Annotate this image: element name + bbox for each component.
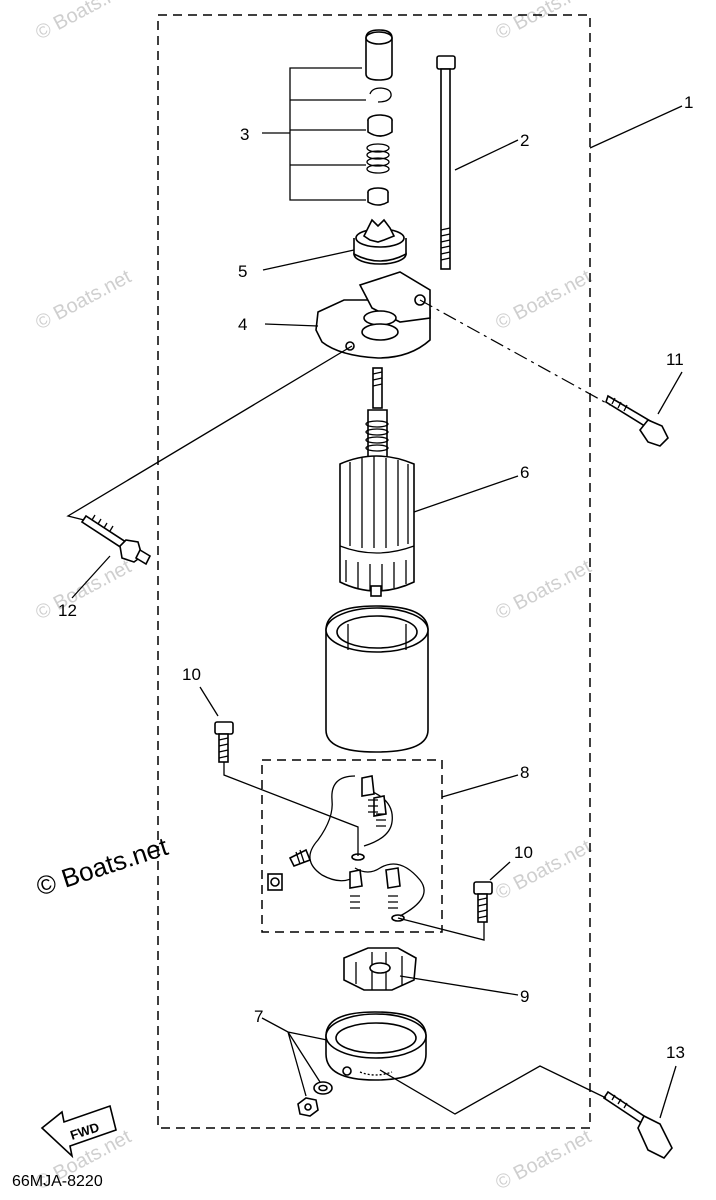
callout-8: 8 xyxy=(520,763,529,782)
leader-7 xyxy=(261,1017,328,1097)
leader-11 xyxy=(657,371,683,415)
watermark-main: © Boats.net xyxy=(33,831,173,902)
callout-10b: 10 xyxy=(514,843,533,862)
leader-4 xyxy=(264,323,319,327)
part-2-through-bolt xyxy=(436,55,456,270)
part-6-armature xyxy=(339,367,415,597)
fwd-arrow: FWD xyxy=(40,1104,117,1159)
part-11-bolt xyxy=(605,394,669,447)
callout-5: 5 xyxy=(238,262,247,281)
part-9-holder xyxy=(343,947,417,991)
part-13-bolt xyxy=(602,1090,673,1160)
callout-4: 4 xyxy=(238,315,247,334)
leader-5 xyxy=(262,249,355,271)
leader-10b xyxy=(489,861,511,881)
callout-10a: 10 xyxy=(182,665,201,684)
stator-yoke xyxy=(325,605,429,753)
watermark-9: © Boats.net xyxy=(492,1126,595,1195)
leader-1 xyxy=(589,105,683,149)
part-7-washer-nut xyxy=(297,1081,333,1117)
callout-7: 7 xyxy=(254,1007,263,1026)
guide-10b xyxy=(397,917,485,941)
watermark-7: © Boats.net xyxy=(492,836,595,905)
assembly-boundary xyxy=(157,14,591,1129)
part-8-brush-set xyxy=(267,775,425,922)
leader-13 xyxy=(659,1065,677,1119)
callout-11: 11 xyxy=(666,350,684,369)
watermark-3: © Boats.net xyxy=(32,266,135,335)
leader-12 xyxy=(71,555,111,599)
watermark-4: © Boats.net xyxy=(492,266,595,335)
leader-8 xyxy=(441,774,519,798)
part-10-screw-lower xyxy=(473,881,493,923)
watermark-6: © Boats.net xyxy=(492,556,595,625)
leader-9 xyxy=(399,975,519,996)
guide-10a xyxy=(223,762,359,856)
callout-13: 13 xyxy=(666,1043,685,1062)
diagram-code: 66MJA-8220 xyxy=(12,1173,103,1190)
watermark-1: © Boats.net xyxy=(32,0,135,44)
part-3-stopper-set xyxy=(262,29,393,206)
part-5-pinion xyxy=(353,218,407,265)
part-12-stud xyxy=(80,514,152,566)
callout-12: 12 xyxy=(58,601,77,620)
watermark-2: © Boats.net xyxy=(492,0,595,44)
callout-6: 6 xyxy=(520,463,529,482)
leader-6 xyxy=(413,475,519,513)
callout-3: 3 xyxy=(240,125,249,144)
callout-1: 1 xyxy=(684,93,693,112)
part-10-screw-upper xyxy=(214,721,234,763)
callout-2: 2 xyxy=(520,131,529,150)
callout-9: 9 xyxy=(520,987,529,1006)
guide-13 xyxy=(379,1065,607,1115)
leader-2 xyxy=(454,139,519,171)
guide-12 xyxy=(66,345,353,521)
lower-bracket xyxy=(325,1011,427,1081)
guide-11 xyxy=(419,299,611,406)
leader-10a xyxy=(199,686,219,717)
brush-set-boundary xyxy=(261,759,443,933)
part-4-bracket xyxy=(315,271,431,359)
watermark-5: © Boats.net xyxy=(32,556,135,625)
